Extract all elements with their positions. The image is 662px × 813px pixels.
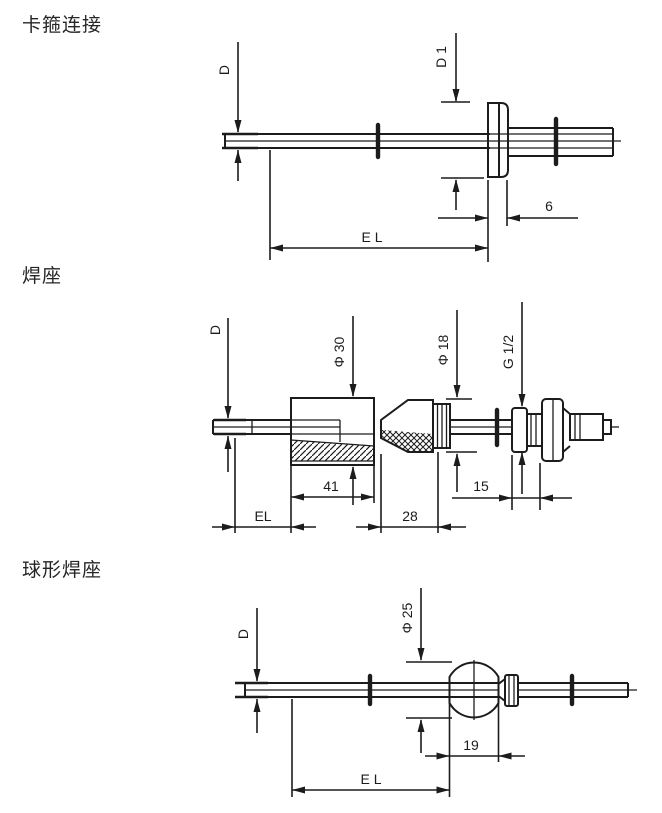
extension-tube	[508, 127, 614, 157]
dim-label-d: D	[216, 65, 232, 75]
dim-el: EL	[212, 438, 316, 533]
nut	[497, 674, 519, 707]
section-title-spherical-weld-socket: 球形焊座	[22, 560, 103, 581]
dim-el: E L	[291, 699, 450, 797]
dim-label-28: 28	[402, 508, 418, 524]
dim-15: 15	[452, 455, 572, 510]
dim-d1: D 1	[433, 33, 484, 210]
dim-label-d: D	[235, 629, 251, 639]
dim-28: 28	[356, 452, 466, 533]
dim-d: D	[207, 318, 246, 472]
section-title-weld-socket: 焊座	[22, 266, 63, 287]
dim-el: E L	[269, 150, 488, 260]
dim-d: D	[235, 608, 268, 733]
weld-socket-block	[290, 397, 375, 466]
section-title-clamp-connection: 卡箍连接	[22, 15, 103, 36]
dim-phi18: Φ 18	[435, 310, 477, 492]
weld-socket-drawing: D Φ 30 Φ 18	[207, 302, 619, 533]
dim-label-phi25: Φ 25	[399, 602, 415, 633]
extension-rod	[518, 682, 637, 698]
probe-rod	[224, 133, 621, 149]
dim-label-phi18: Φ 18	[435, 334, 451, 365]
dim-41: 41	[290, 465, 375, 533]
dim-label-el: E L	[361, 229, 382, 245]
dim-label-15: 15	[473, 478, 489, 494]
dim-label-g12: G 1/2	[500, 335, 516, 369]
dim-19: 19	[425, 703, 525, 797]
dim-phi30: Φ 30	[331, 316, 357, 505]
dim-flange-width: 6	[438, 180, 578, 262]
dim-g12: G 1/2	[500, 302, 526, 494]
dim-label-phi30: Φ 30	[331, 336, 347, 367]
dim-label-d: D	[207, 325, 223, 335]
threaded-fitting	[511, 398, 619, 462]
dim-d: D	[216, 42, 258, 181]
middle-rod	[450, 419, 512, 435]
spherical-weld-socket-drawing: D Φ 25 19	[235, 588, 637, 797]
dim-label-19: 19	[463, 737, 479, 753]
dim-label-d1: D 1	[433, 46, 449, 68]
dim-phi25: Φ 25	[399, 588, 452, 753]
clamp-flange	[487, 102, 509, 178]
dim-label-el: E L	[360, 771, 381, 787]
clamp-connection-drawing: D D 1 6	[216, 33, 621, 262]
probe-rod	[212, 419, 291, 435]
cone-nozzle	[380, 399, 451, 453]
dim-label-41: 41	[323, 478, 339, 494]
dim-label-6: 6	[545, 198, 553, 214]
dim-label-el: EL	[254, 508, 271, 524]
